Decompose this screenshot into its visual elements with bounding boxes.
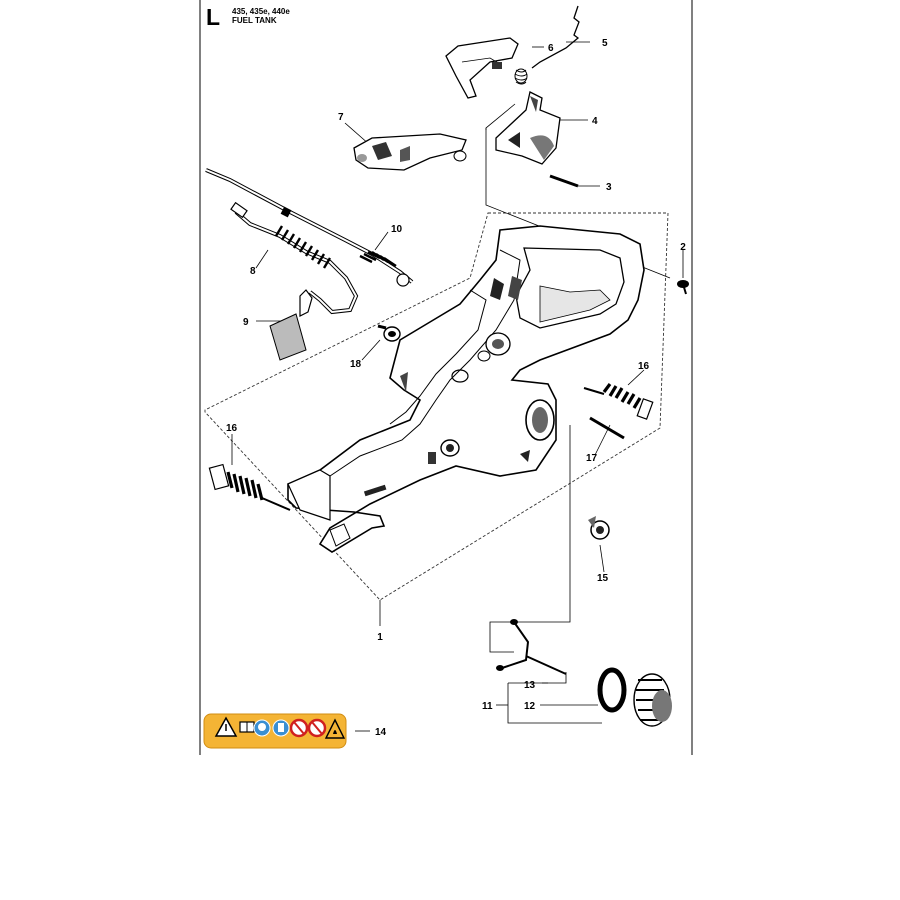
callout-1: 1 — [377, 632, 383, 643]
callout-11: 11 — [482, 701, 493, 712]
no-open-flame-icon — [307, 718, 327, 738]
part-10-fuel-hose-spring — [359, 250, 410, 287]
callout-10: 10 — [391, 224, 403, 235]
trigger-spring — [514, 68, 528, 85]
callout-4: 4 — [592, 116, 598, 127]
callout-2: 2 — [680, 242, 686, 253]
callout-labels: 1 2 3 4 5 6 7 8 9 10 11 12 13 14 15 16 1… — [226, 38, 686, 738]
part-9-fuel-filter — [269, 289, 313, 361]
part-4-trigger-lockout — [495, 91, 561, 165]
callout-8: 8 — [250, 266, 256, 277]
part-3-pin — [549, 174, 579, 188]
callout-7: 7 — [338, 112, 344, 123]
part-18-grommet — [377, 324, 401, 342]
part-13-fuel-pickup — [496, 619, 567, 675]
model-list: 435, 435e, 440e — [232, 7, 290, 16]
hose-spring-8 — [274, 225, 332, 269]
part-14-warning-decal — [203, 713, 347, 749]
callout-18: 18 — [350, 359, 362, 370]
part-5-wire-clip — [531, 5, 580, 69]
callout-6: 6 — [548, 43, 554, 54]
callout-9: 9 — [243, 317, 249, 328]
part-17-pin — [589, 416, 625, 440]
callout-16-left: 16 — [226, 423, 238, 434]
part-1-fuel-tank-housing — [287, 225, 645, 553]
glove-icon — [272, 719, 290, 737]
fuel-line-tube — [205, 168, 414, 284]
warning-triangle-icon — [214, 716, 238, 737]
callout-12: 12 — [524, 701, 536, 712]
part-6-throttle-trigger — [445, 37, 519, 99]
part-8-impulse-hose — [234, 210, 359, 315]
section-letter: L — [206, 4, 221, 30]
part-15-fitting — [588, 516, 610, 540]
assembly-boundary — [204, 212, 669, 601]
part-11-fuel-cap — [633, 673, 672, 727]
callout-15: 15 — [597, 573, 609, 584]
callout-16-right: 16 — [638, 361, 650, 372]
section-title: FUEL TANK — [232, 16, 277, 25]
part-12-o-ring — [597, 667, 627, 713]
manual-book-icon — [239, 721, 255, 733]
part-16-anti-vibration-spring-right — [583, 383, 654, 420]
ear-eye-protection-icon — [253, 719, 271, 737]
callout-3: 3 — [606, 182, 612, 193]
callout-5: 5 — [602, 38, 608, 49]
no-smoking-icon — [289, 718, 309, 738]
callout-13: 13 — [524, 680, 536, 691]
fire-hazard-icon — [324, 718, 346, 739]
callout-17: 17 — [586, 453, 598, 464]
part-2-screw — [677, 280, 689, 295]
part-16-anti-vibration-spring-left — [208, 463, 291, 511]
callout-14: 14 — [375, 727, 387, 738]
